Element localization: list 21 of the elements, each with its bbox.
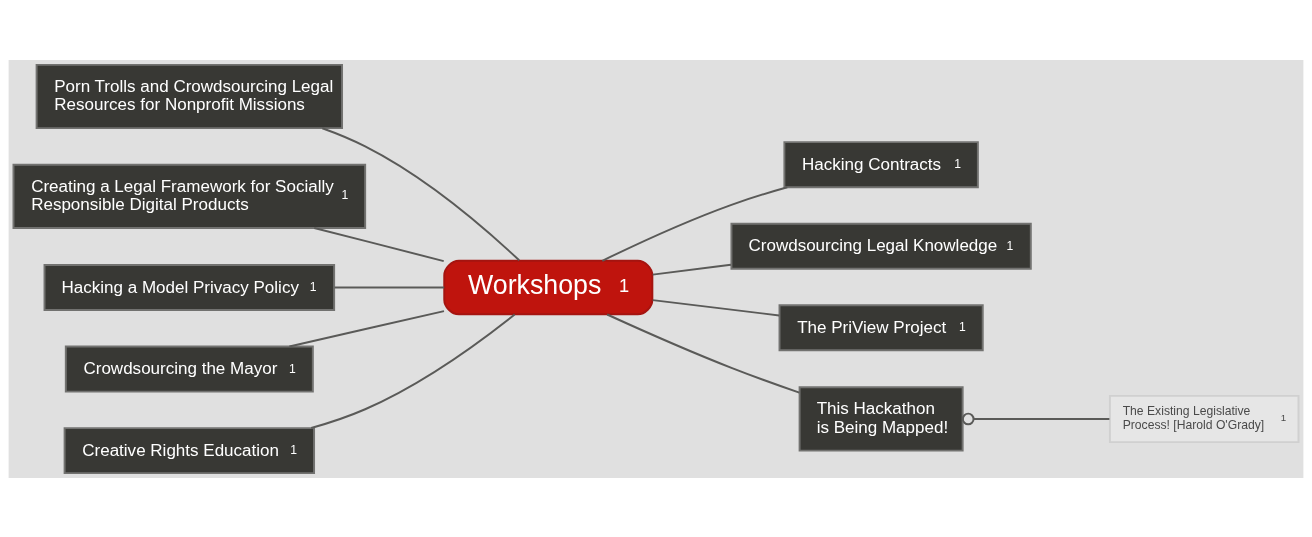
node-box: The PriView Project 1 [778,303,984,351]
connector [310,313,516,429]
node-box: Hacking a Model Privacy Policy 1 [43,263,336,311]
node-box: Crowdsourcing the Mayor 1 [64,345,314,393]
node-box: The Existing Legislative Process! [Harold O'Grady] 1 [1108,394,1300,443]
node-box: Porn Trolls and Crowdsourcing Legal Resources for Nonprofit Missions [35,63,343,129]
node-box: Crowdsourcing Legal Knowledge 1 [730,222,1032,270]
connector [288,309,445,347]
connector [333,286,446,289]
connector [651,263,732,276]
node-box: Workshops 1 [443,259,654,315]
connector [321,126,521,261]
connector [313,226,445,262]
node-box: Creating a Legal Framework for Socially Responsible Digital Products 1 [12,163,367,229]
node-box: This Hackathon is Being Mapped! [798,385,964,452]
connector [601,185,789,262]
connector [606,313,801,394]
connector [961,412,1111,425]
connector [651,298,781,316]
node-box: Hacking Contracts 1 [783,140,979,188]
node-box: Creative Rights Education 1 [63,426,316,474]
